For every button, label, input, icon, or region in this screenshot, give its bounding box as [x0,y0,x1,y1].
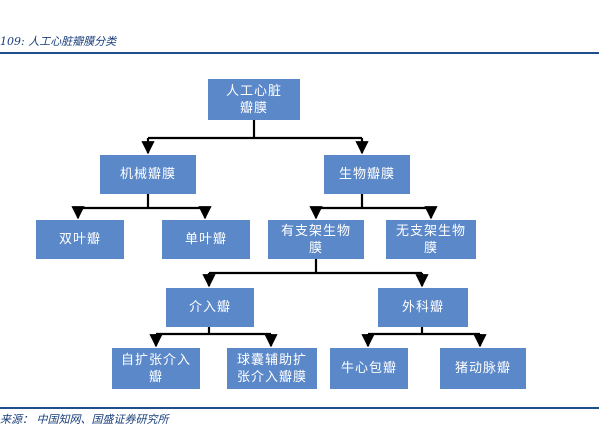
node-biological: 生物瓣膜 [324,155,410,194]
node-bovine-pericardial: 牛心包瓣 [330,348,408,389]
link-mechanical-split [78,194,205,210]
node-monoleaflet: 单叶瓣 [162,220,250,259]
node-mechanical: 机械瓣膜 [100,155,196,194]
node-balloon-expandable: 球囊辅助扩张介入瓣膜 [227,348,317,389]
link-biological-split [316,194,431,210]
source-divider [0,407,599,409]
link-interventional-split [156,327,271,336]
link-surgical-split [368,327,480,336]
node-stentless: 无支架生物膜 [386,220,476,259]
node-stented: 有支架生物膜 [268,220,364,259]
link-stented-split [209,259,422,275]
caption-divider [0,52,599,54]
link-root-split [148,120,362,140]
node-surgical: 外科瓣 [378,288,468,327]
node-interventional: 介入瓣 [166,288,254,327]
node-root: 人工心脏瓣膜 [208,79,300,120]
node-bileaflet: 双叶瓣 [36,220,124,259]
figure-caption: 109: 人工心脏瓣膜分类 [0,35,117,48]
node-porcine-aortic: 猪动脉瓣 [440,348,526,389]
node-self-expanding: 自扩张介入瓣 [112,348,200,389]
source-note: 来源： 中国知网、国盛证券研究所 [0,413,169,426]
